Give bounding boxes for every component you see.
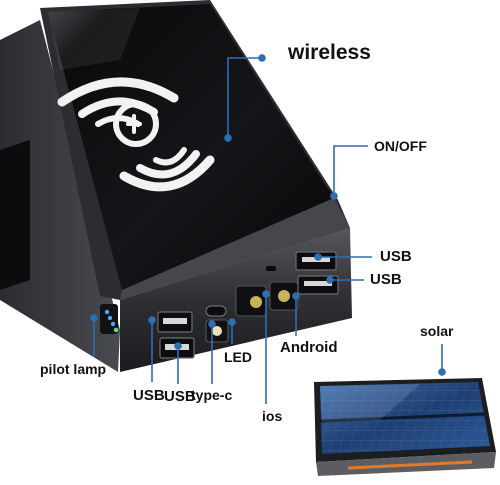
callout-wireless-dot	[224, 134, 232, 142]
label-usb-left: USB	[133, 387, 165, 404]
callout-led-dot	[228, 318, 236, 326]
power-bank	[0, 0, 352, 372]
callout-wireless	[227, 57, 262, 138]
label-type-c: type-c	[191, 387, 233, 403]
android-port	[278, 290, 290, 302]
solar-reflection	[320, 384, 420, 422]
label-solar: solar	[420, 323, 454, 339]
label-ios: ios	[262, 408, 283, 424]
label-wireless: wireless	[288, 41, 371, 64]
usb-port-right-bottom-tongue	[304, 281, 332, 286]
solar-panel-product	[314, 378, 496, 476]
solar-divider	[320, 412, 486, 423]
power-bank-left-side	[0, 20, 120, 372]
pilot-lamp-led-2	[107, 315, 113, 321]
callout-pilot-lamp-dot	[90, 314, 98, 322]
callout-usb-upper-dot	[314, 253, 322, 261]
pilot-lamp-led-1	[104, 309, 110, 315]
power-bank-top-edge	[120, 198, 350, 300]
callout-onoff	[333, 145, 368, 196]
power-bank-glass-top	[48, 4, 334, 290]
power-button	[266, 266, 276, 271]
label-led: LED	[224, 349, 252, 365]
ios-port	[250, 296, 262, 308]
callout-usb-lower-dot	[326, 276, 334, 284]
usb-port-left-top-tongue	[163, 318, 187, 324]
label-on-off: ON/OFF	[374, 138, 427, 154]
callout-lines	[90, 54, 446, 404]
callout-wireless-end	[258, 54, 266, 62]
callout-ios-dot	[262, 290, 270, 298]
label-pilot-lamp: pilot lamp	[40, 361, 107, 377]
callout-usb-left-dot	[148, 316, 156, 324]
callout-type-c-dot	[208, 320, 216, 328]
led-light	[212, 326, 222, 336]
pilot-lamp-led-3	[110, 321, 116, 327]
solar-case-accent	[347, 460, 473, 470]
callout-android-dot	[292, 292, 300, 300]
label-android: Android	[280, 339, 338, 356]
callout-usb-bottom-dot	[174, 342, 182, 350]
callout-solar-dot	[438, 368, 446, 376]
glass-reflection	[48, 8, 140, 70]
callout-onoff-dot	[330, 192, 338, 200]
label-usb-bottom: USB	[164, 388, 196, 405]
power-bank-left-grip	[0, 140, 30, 290]
pilot-lamp-led-4	[113, 327, 119, 333]
label-usb-upper: USB	[380, 248, 412, 265]
type-c-port	[205, 305, 227, 317]
wireless-charging-icon	[57, 77, 215, 192]
label-usb-lower: USB	[370, 271, 402, 288]
